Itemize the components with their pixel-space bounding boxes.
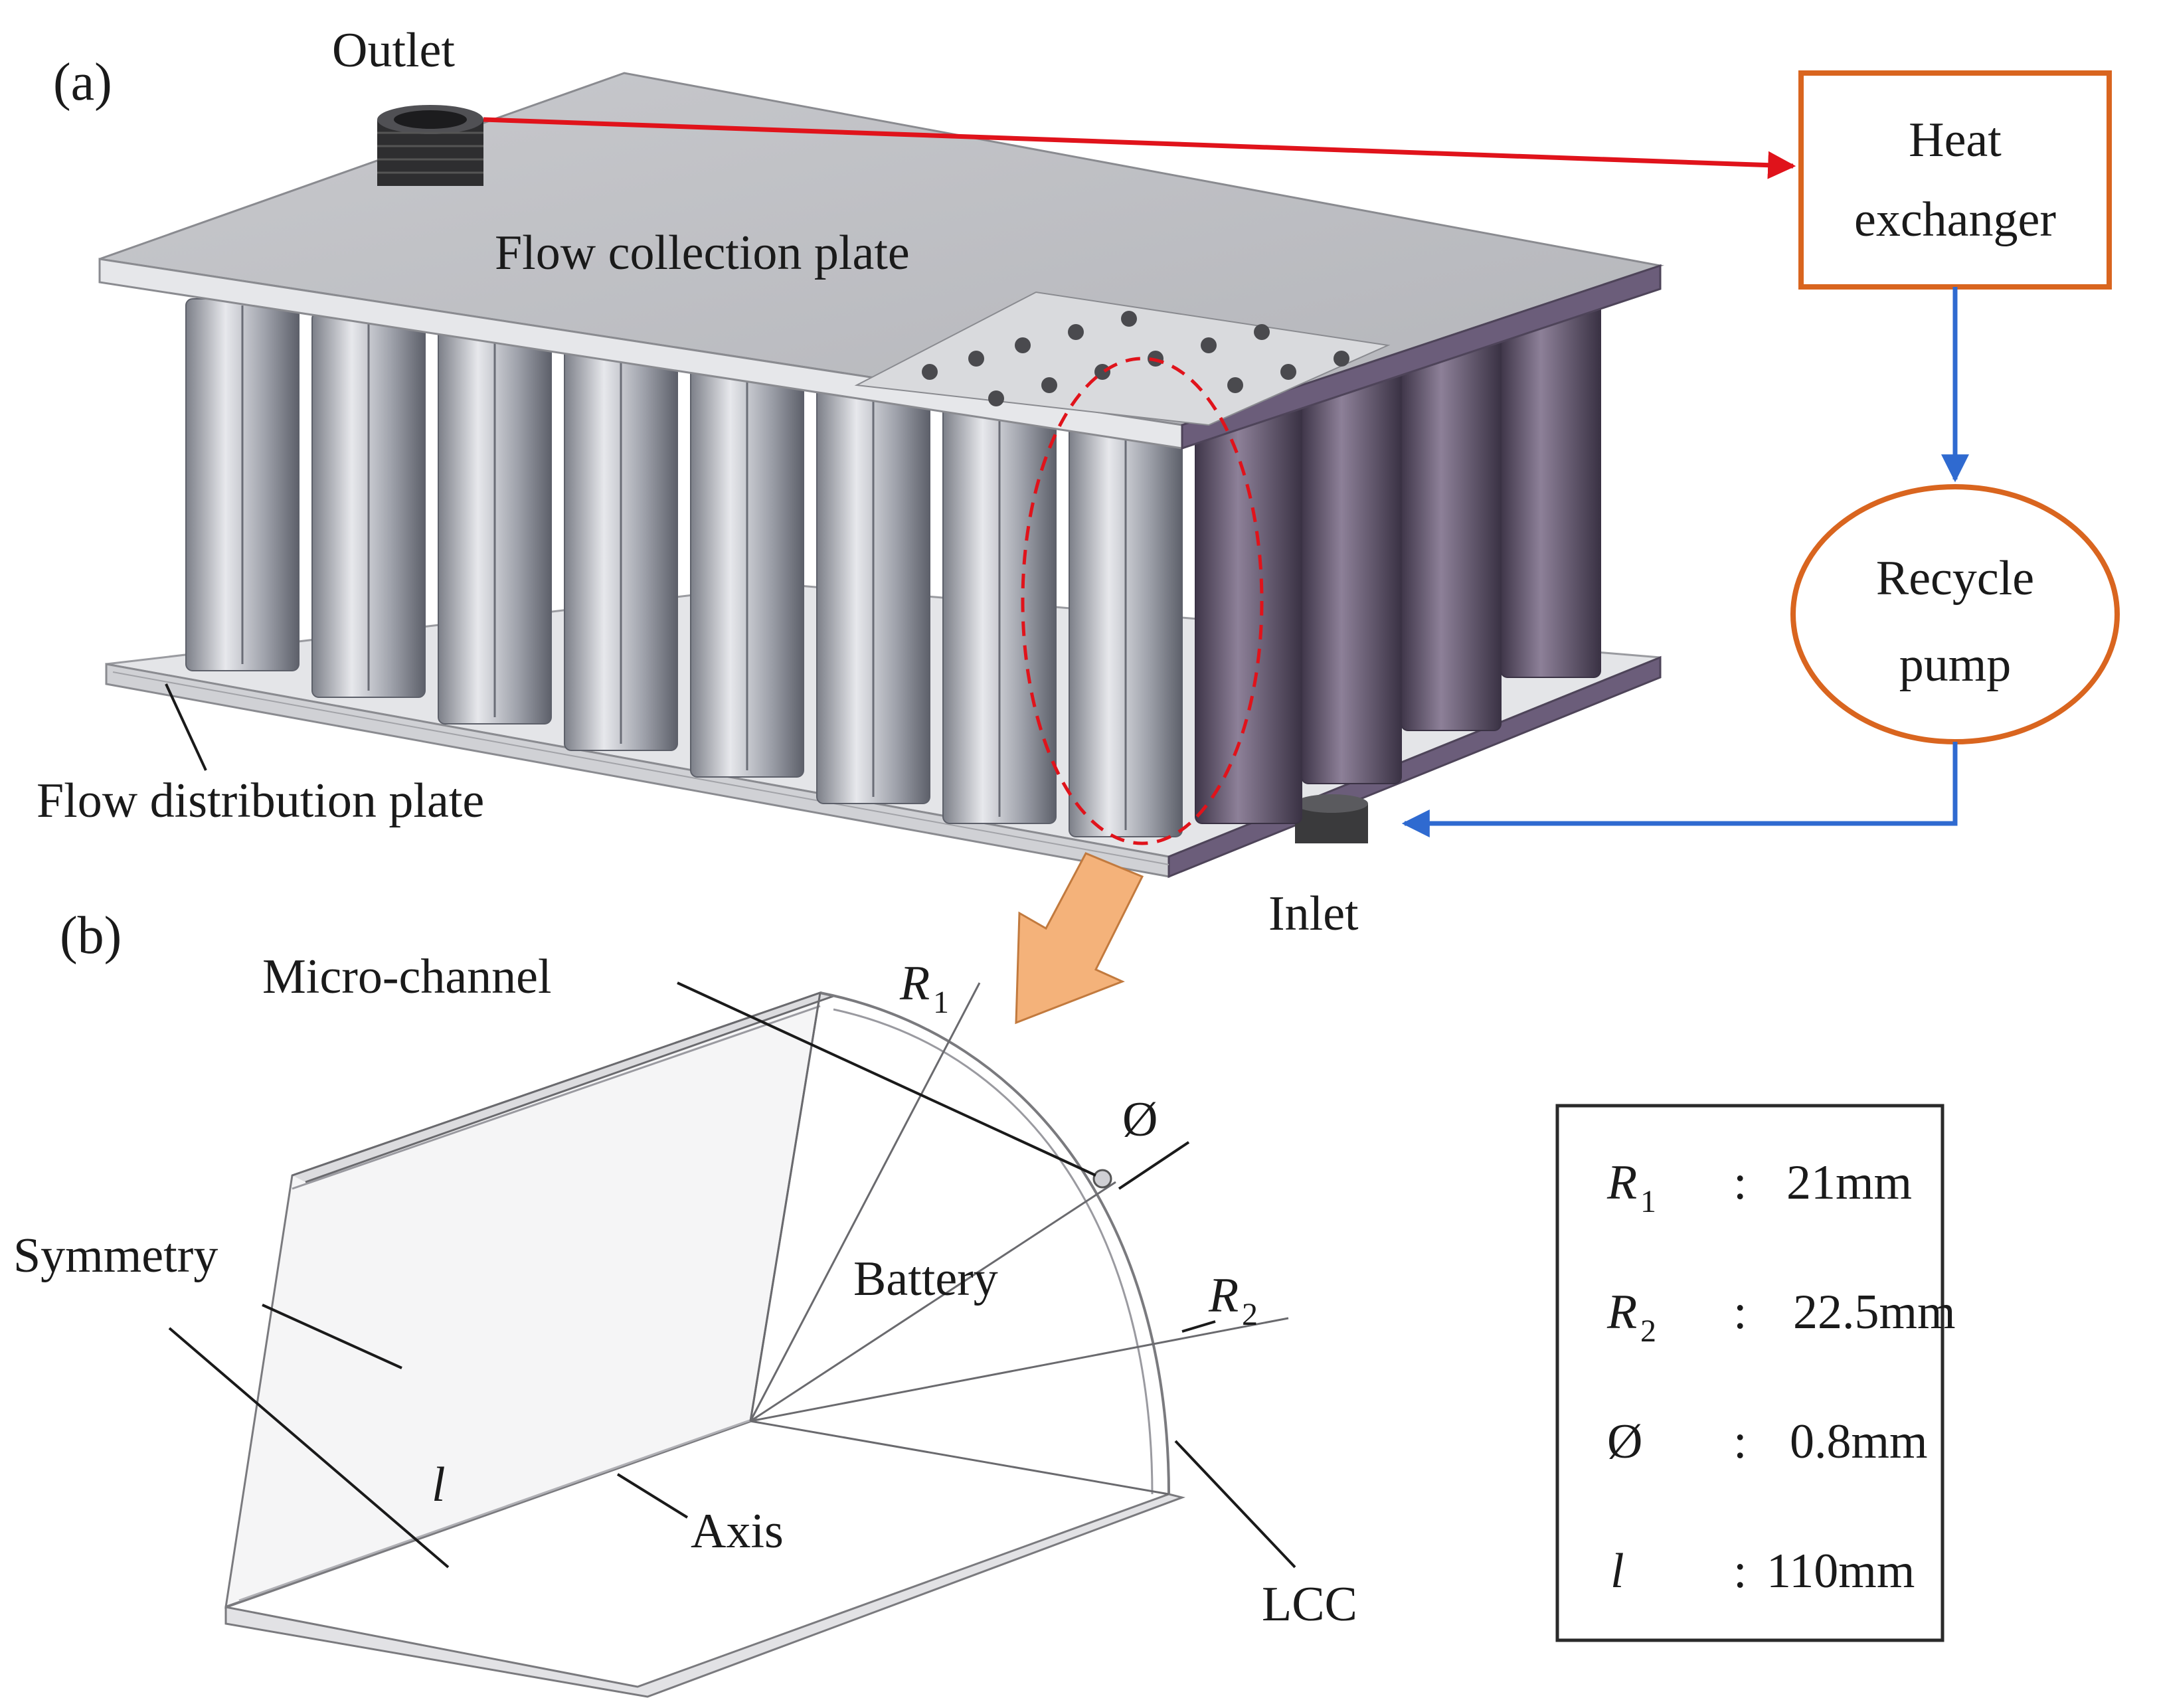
parameter-table: R 1 : 21mm R 2 : 22.5mm Ø : 0.8mm l : 11… xyxy=(1555,1104,1956,1642)
parameter-subscript: 1 xyxy=(1640,1184,1656,1219)
panel-b: (b) xyxy=(13,906,1956,1698)
parameter-subscript: 2 xyxy=(1640,1314,1656,1349)
parameter-value: 0.8mm xyxy=(1790,1414,1928,1469)
distribution-plate-leader xyxy=(165,683,207,771)
outlet-pipe xyxy=(377,105,483,186)
panel-b-tag: (b) xyxy=(60,906,122,965)
parameter-separator: : xyxy=(1733,1414,1747,1469)
leader-lines xyxy=(168,982,1296,1569)
panel-a-tag: (a) xyxy=(53,53,112,112)
r2-annotation: R 2 xyxy=(1208,1268,1258,1332)
battery-cylinders xyxy=(185,292,1601,837)
micro-channel-hole xyxy=(1092,1169,1112,1189)
parameter-separator: : xyxy=(1733,1155,1747,1210)
parameter-symbol: R xyxy=(1606,1155,1637,1210)
flow-distribution-plate-label: Flow distribution plate xyxy=(37,774,484,828)
inlet-pipe xyxy=(1295,794,1368,843)
parameter-symbol: Ø xyxy=(1607,1414,1642,1469)
parameter-value: 21mm xyxy=(1786,1155,1912,1210)
parameter-value: 110mm xyxy=(1767,1544,1915,1598)
length-symbol-label: l xyxy=(432,1458,446,1512)
parameter-symbol: R xyxy=(1606,1285,1637,1339)
r2-subscript: 2 xyxy=(1242,1297,1258,1332)
parameter-symbol: l xyxy=(1610,1544,1624,1598)
parameter-row: R 2 : 22.5mm xyxy=(1606,1285,1956,1349)
diameter-symbol-label: Ø xyxy=(1122,1092,1158,1147)
heat-exchanger-label-line1: Heat xyxy=(1909,113,2002,167)
micro-channel-label: Micro-channel xyxy=(262,950,552,1004)
r1-subscript: 1 xyxy=(933,985,949,1020)
parameter-separator: : xyxy=(1733,1285,1747,1339)
outlet-label: Outlet xyxy=(332,23,455,78)
heat-exchanger-label-line2: exchanger xyxy=(1854,193,2056,247)
outlet-to-exchanger-arrow xyxy=(483,117,1796,179)
parameter-row: l : 110mm xyxy=(1610,1544,1915,1598)
heat-exchanger-box: Heat exchanger xyxy=(1798,70,2112,290)
parameter-row: Ø : 0.8mm xyxy=(1607,1414,1928,1469)
recycle-pump-label-line1: Recycle xyxy=(1876,551,2034,606)
parameter-separator: : xyxy=(1733,1544,1747,1598)
recycle-pump-label-line2: pump xyxy=(1899,638,2012,692)
axis-label: Axis xyxy=(691,1504,784,1559)
parameter-row: R 1 : 21mm xyxy=(1606,1155,1912,1219)
zoom-callout-arrow xyxy=(1015,852,1144,1025)
half-cylinder-model xyxy=(224,982,1289,1698)
lcc-label: LCC xyxy=(1262,1577,1357,1632)
flow-collection-plate xyxy=(98,72,1664,450)
pump-to-inlet-arrow xyxy=(1401,742,1958,837)
symmetry-label: Symmetry xyxy=(13,1229,218,1283)
inlet-label: Inlet xyxy=(1268,887,1359,941)
flow-collection-plate-label: Flow collection plate xyxy=(495,226,910,280)
panel-a: Heat exchanger Recycle pump (a) Outlet F… xyxy=(37,23,2120,1025)
battery-label: Battery xyxy=(853,1252,998,1306)
parameter-value: 22.5mm xyxy=(1793,1285,1956,1339)
highlight-ellipse xyxy=(1021,357,1264,845)
r2-symbol: R xyxy=(1208,1268,1239,1323)
recycle-pump-ellipse: Recycle pump xyxy=(1790,484,2120,744)
r1-annotation: R 1 xyxy=(899,956,949,1020)
r1-symbol: R xyxy=(899,956,930,1011)
